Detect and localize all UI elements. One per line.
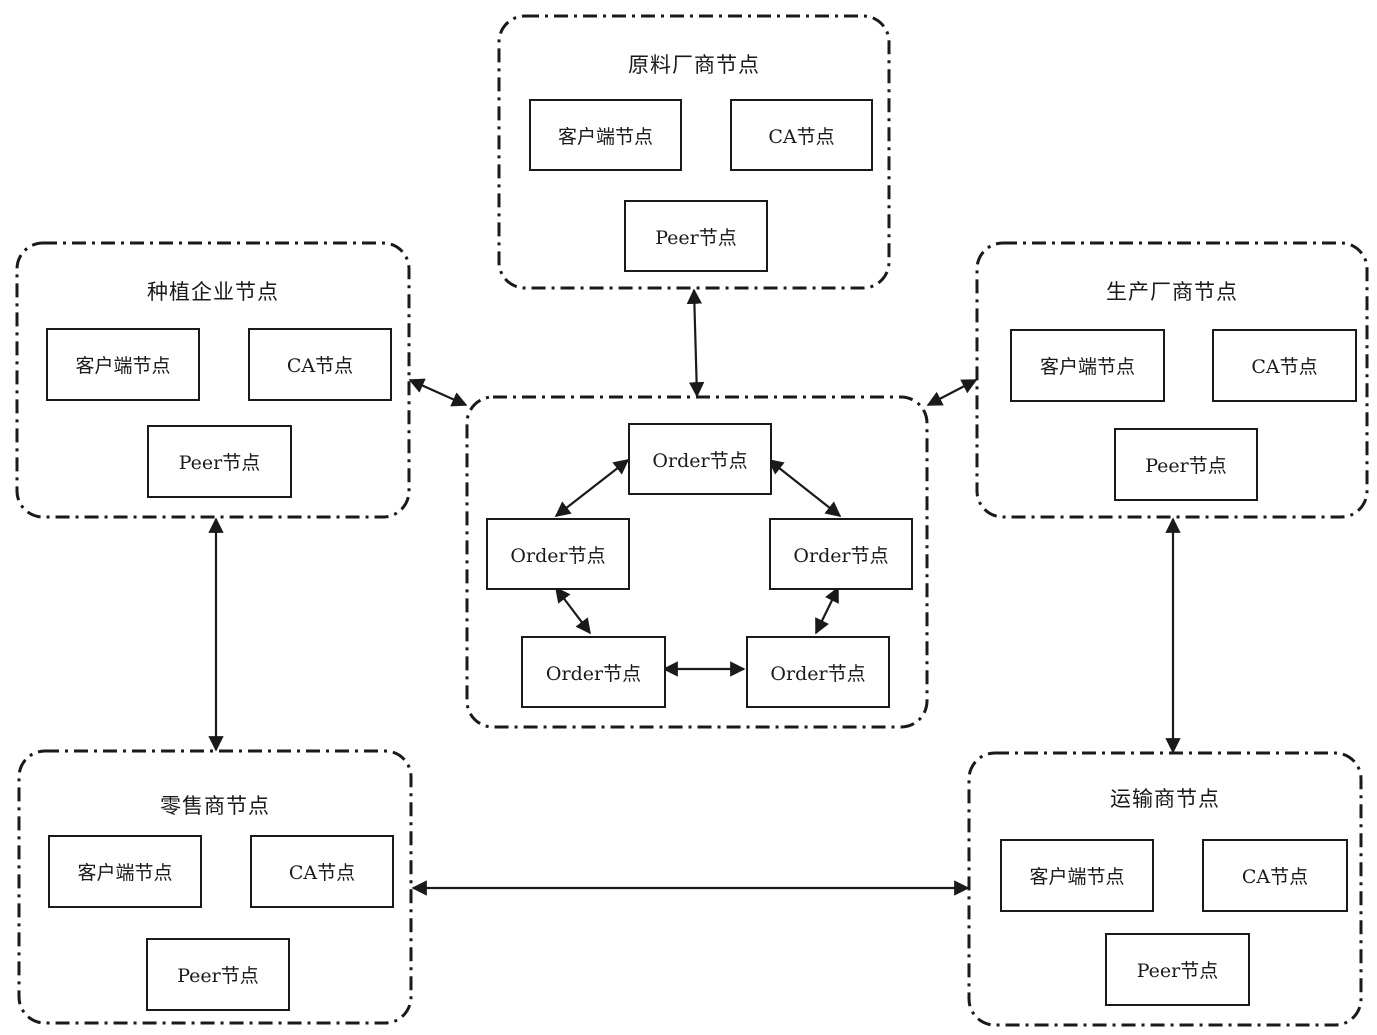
client-node: 客户端节点 (529, 99, 682, 171)
group-transporter: 运输商节点 客户端节点 CA节点 Peer节点 (969, 753, 1361, 1025)
group-retailer: 零售商节点 客户端节点 CA节点 Peer节点 (19, 751, 411, 1023)
order-node-top: Order节点 (628, 423, 772, 495)
group-border-retail (17, 749, 413, 1025)
peer-node: Peer节点 (146, 938, 290, 1011)
ca-node: CA节点 (1202, 839, 1348, 912)
ca-node: CA节点 (1212, 329, 1357, 402)
client-node: 客户端节点 (46, 328, 200, 401)
link-plant-order (408, 378, 468, 407)
client-node: 客户端节点 (1010, 329, 1165, 402)
group-manufacturer: 生产厂商节点 客户端节点 CA节点 Peer节点 (977, 243, 1367, 517)
group-border-plant (15, 241, 411, 519)
ca-node: CA节点 (250, 835, 394, 908)
ca-node: CA节点 (248, 328, 392, 401)
order-node-left: Order节点 (486, 518, 630, 590)
order-node-bottom-left: Order节点 (521, 636, 666, 708)
link-raw-order (686, 288, 705, 398)
link-order-top-right (767, 459, 842, 517)
group-order-cluster: Order节点 Order节点 Order节点 Order节点 Order节点 (467, 397, 927, 727)
client-node: 客户端节点 (1000, 839, 1154, 912)
group-title: 运输商节点 (1110, 787, 1220, 811)
link-order-right-bottomright (815, 586, 839, 635)
peer-node: Peer节点 (624, 200, 768, 272)
link-order-left-bottomleft (555, 586, 591, 635)
link-maker-order (926, 379, 978, 406)
group-title: 生产厂商节点 (1106, 280, 1238, 304)
client-node: 客户端节点 (48, 835, 202, 908)
peer-node: Peer节点 (1105, 933, 1250, 1006)
order-node-bottom-right: Order节点 (746, 636, 890, 708)
group-raw-material-supplier: 原料厂商节点 客户端节点 CA节点 Peer节点 (499, 16, 889, 288)
order-node-right: Order节点 (769, 518, 913, 590)
group-title: 种植企业节点 (147, 280, 279, 304)
group-title: 零售商节点 (160, 794, 270, 818)
link-order-top-left (554, 459, 630, 517)
group-planting-enterprise: 种植企业节点 客户端节点 CA节点 Peer节点 (17, 243, 409, 517)
peer-node: Peer节点 (147, 425, 292, 498)
peer-node: Peer节点 (1114, 428, 1258, 501)
group-title: 原料厂商节点 (628, 53, 760, 77)
ca-node: CA节点 (730, 99, 873, 171)
